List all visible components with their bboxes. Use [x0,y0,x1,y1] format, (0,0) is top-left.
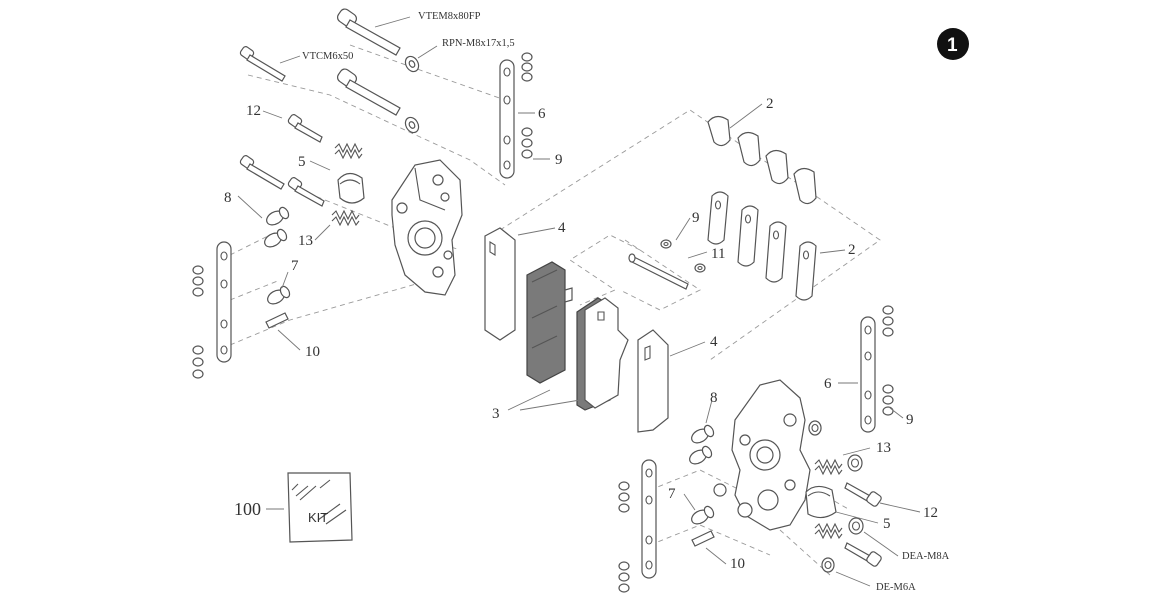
piston-seal-5-left [337,172,365,204]
bushing-8-right-2 [689,445,713,465]
label-11: 11 [711,246,725,262]
bolt-12-left [287,114,323,143]
seal-ring-de [821,557,835,573]
seal-ring-right-1 [808,420,822,436]
washer-rpn-1 [404,55,420,73]
pad-springs-2-bottom [707,191,817,301]
label-8-right: 8 [710,390,718,406]
label-4-left: 4 [558,220,566,236]
label-13-right: 13 [876,440,891,456]
label-6-right: 6 [824,376,832,392]
label-9-pin: 9 [692,210,700,226]
label-12-left: 12 [246,103,261,119]
spring-13-left-2 [331,209,360,227]
washer-9-pin-1 [660,239,672,249]
label-10-left: 10 [305,344,320,360]
leader-lines [237,16,921,587]
shim-4-left [484,227,516,341]
label-100: 100 [234,499,261,519]
bolt-vtcm-2 [239,155,285,190]
plate-6-right [860,316,876,433]
label-7-left: 7 [291,258,299,274]
bushing-8-left-1 [266,206,290,226]
label-rpn: RPN-M8x17x1,5 [442,38,515,49]
label-2-top: 2 [766,96,774,112]
badge-number: 1 [947,35,958,56]
washers-right-plate [882,305,894,416]
spring-13-right-2 [814,522,843,540]
label-2-bottom: 2 [848,242,856,258]
label-6-top: 6 [538,106,546,122]
pad-springs-2-top [707,115,817,205]
bolt-12-right-lower [844,542,882,567]
bushing-8-left-2 [264,228,288,248]
label-4-right: 4 [710,334,718,350]
bolt-vtcm-1 [239,46,286,82]
washers-bottom-plate [618,481,630,593]
label-9-top: 9 [555,152,563,168]
seal-ring-right-2 [847,454,863,472]
caliper-body-right [713,379,822,531]
spring-13-right-1 [814,458,843,476]
shim-4-right [637,329,669,433]
brake-pad-3-right [576,297,629,411]
label-8-left: 8 [224,190,232,206]
bushing-7-right [691,505,715,525]
label-dea: DEA-M8A [902,551,950,562]
plate-6-bottom [641,459,657,579]
washers-top-plate [521,52,533,159]
kit-box-label: KIT [308,510,328,525]
label-de: DE-M6A [876,582,916,593]
bolt-vtem-middle [336,68,401,116]
bolt-12-left-lower [287,177,325,207]
bushing-8-right-1 [691,424,715,444]
bolt-vtem-top [336,8,401,56]
washer-rpn-2 [404,116,420,134]
label-9-right: 9 [906,412,914,428]
page-number-badge: 1 [937,28,969,60]
pin-10-right [691,530,715,547]
label-10-right: 10 [730,556,745,572]
plate-6-left [216,241,232,363]
label-vtcm: VTCM6x50 [302,51,353,62]
seal-ring-dea [848,517,864,535]
label-12-right: 12 [923,505,938,521]
washers-left-plate [192,265,204,379]
caliper-body-left [391,159,463,296]
kit-box: KIT [287,472,353,543]
badge-circle [937,28,969,60]
plate-6-top [499,59,515,179]
bolt-12-right [844,482,882,507]
part-labels: VTEM8x80FP RPN-M8x17x1,5 VTCM6x50 12 5 8… [224,11,950,593]
pin-11 [628,253,689,290]
spring-13-left-1 [334,142,363,160]
label-5-left: 5 [298,154,306,170]
label-5-right: 5 [883,516,891,532]
label-3: 3 [492,406,500,422]
piston-seal-5-right [805,485,837,519]
pin-10-left [265,312,289,329]
bushing-7-left [267,285,291,305]
label-7-right: 7 [668,486,676,502]
brake-pad-3-left [526,261,573,384]
label-vtem: VTEM8x80FP [418,11,481,22]
label-13-left: 13 [298,233,313,249]
washer-9-pin-2 [694,263,706,273]
